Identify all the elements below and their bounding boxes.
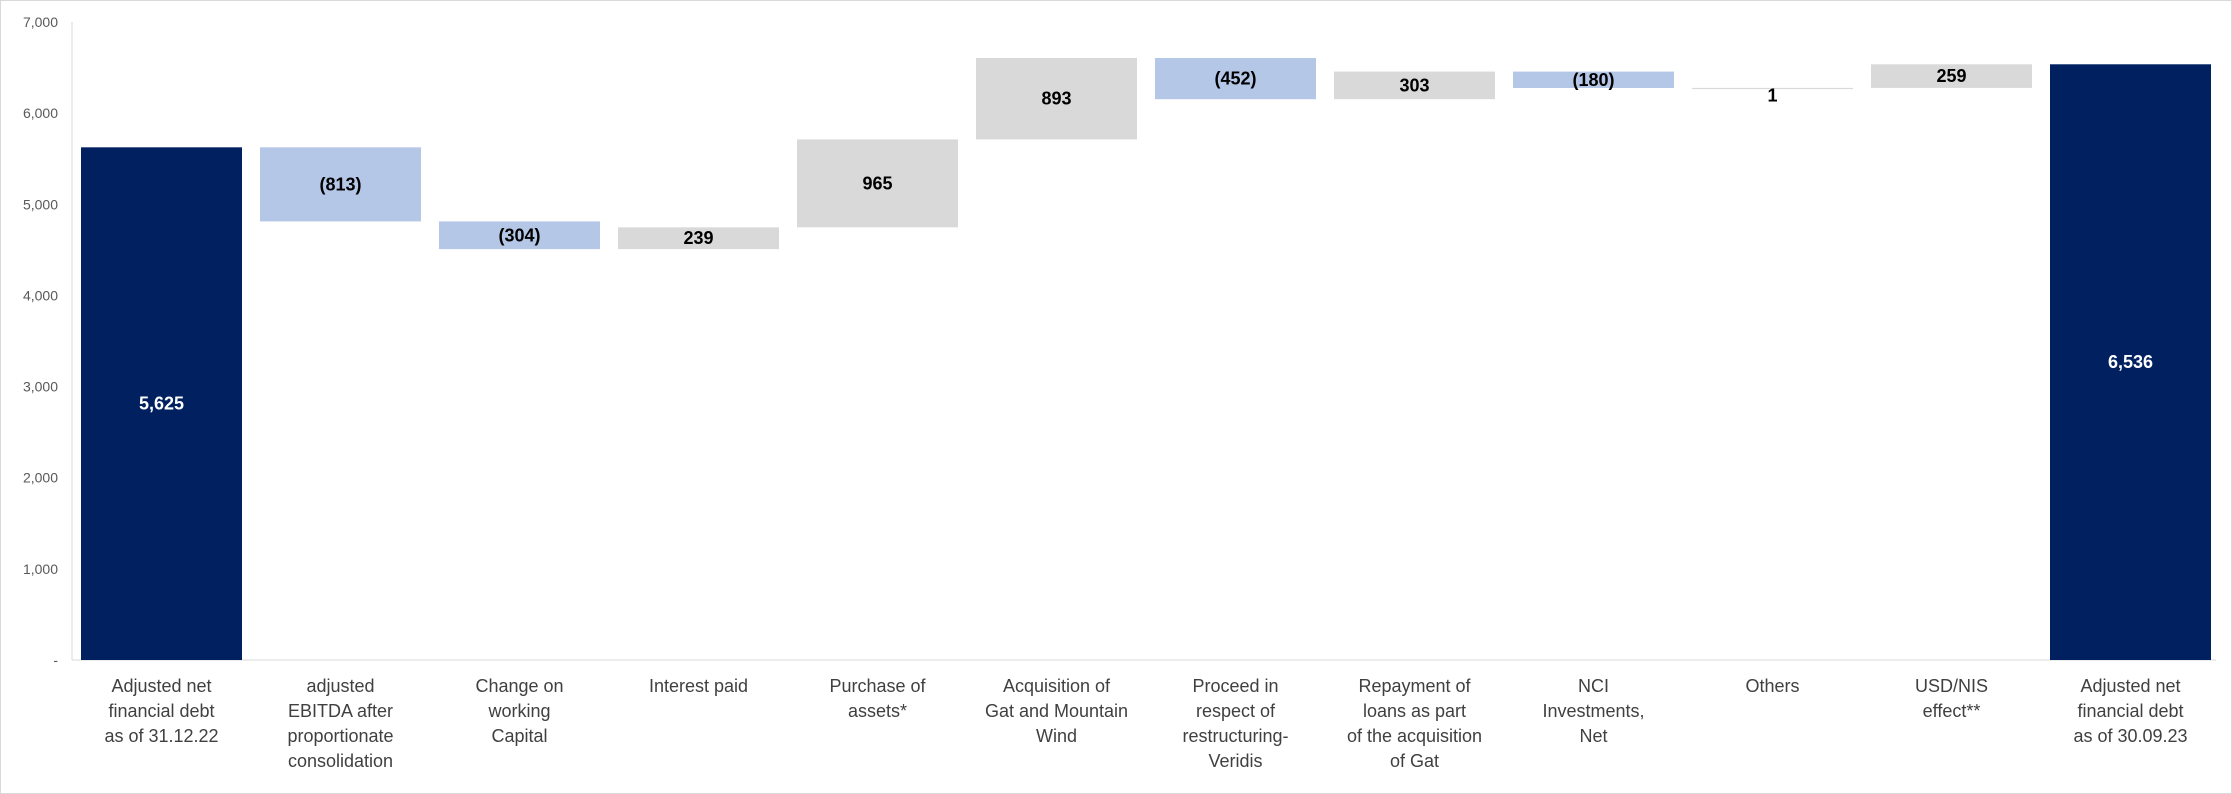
y-tick-label: 3,000 [23, 379, 58, 395]
x-tick-label: as of 30.09.23 [2073, 726, 2187, 746]
bar-8 [1513, 71, 1674, 88]
bar-7 [1334, 71, 1495, 100]
data-label: 5,625 [139, 394, 184, 414]
y-tick-label: 2,000 [23, 470, 58, 486]
x-tick-label: of Gat [1390, 751, 1439, 771]
x-tick-label: NCI [1578, 676, 1609, 696]
x-tick-label: Acquisition of [1003, 676, 1111, 696]
y-tick-label: - [53, 652, 58, 668]
data-label: 6,536 [2108, 352, 2153, 372]
data-label: (813) [319, 174, 361, 194]
y-tick-label: 5,000 [23, 196, 58, 212]
x-tick-label: Adjusted net [111, 676, 211, 696]
x-tick-label: Capital [491, 726, 547, 746]
bar-0 [81, 147, 242, 661]
bar-3 [618, 227, 779, 250]
data-label: 303 [1399, 75, 1429, 95]
x-tick-label: as of 31.12.22 [104, 726, 218, 746]
x-tick-label: respect of [1196, 701, 1276, 721]
y-tick-label: 4,000 [23, 287, 58, 303]
x-tick-label: Proceed in [1192, 676, 1278, 696]
data-label: 893 [1041, 89, 1071, 109]
x-tick-label: consolidation [288, 751, 393, 771]
x-tick-label: Wind [1036, 726, 1077, 746]
bar-1 [260, 147, 421, 222]
x-tick-label: assets* [848, 701, 907, 721]
x-tick-label: Veridis [1208, 751, 1262, 771]
x-tick-label: Others [1745, 676, 1799, 696]
x-tick-label: financial debt [108, 701, 214, 721]
data-label: 1 [1767, 85, 1777, 105]
y-tick-label: 1,000 [23, 561, 58, 577]
bar-9 [1692, 87, 1853, 90]
x-tick-label: Interest paid [649, 676, 748, 696]
y-tick-label: 6,000 [23, 105, 58, 121]
y-tick-label: 7,000 [23, 14, 58, 30]
x-tick-label: Change on [475, 676, 563, 696]
x-tick-label: proportionate [287, 726, 393, 746]
bar-11 [2050, 64, 2211, 660]
bar-6 [1155, 58, 1316, 100]
x-tick-label: working [487, 701, 550, 721]
x-tick-label: Net [1579, 726, 1607, 746]
data-label: (452) [1214, 69, 1256, 89]
x-tick-label: financial debt [2077, 701, 2183, 721]
x-tick-label: Gat and Mountain [985, 701, 1128, 721]
x-tick-label: Repayment of [1358, 676, 1471, 696]
data-label: (304) [498, 225, 540, 245]
x-tick-label: effect** [1923, 701, 1981, 721]
bar-10 [1871, 64, 2032, 88]
data-label: 259 [1936, 66, 1966, 86]
x-tick-label: Purchase of [829, 676, 926, 696]
x-tick-label: Adjusted net [2080, 676, 2180, 696]
data-label: 239 [683, 228, 713, 248]
bar-2 [439, 221, 600, 250]
x-tick-label: Investments, [1542, 701, 1644, 721]
x-tick-label: USD/NIS [1915, 676, 1988, 696]
data-label: (180) [1572, 70, 1614, 90]
data-label: 965 [862, 173, 892, 193]
x-tick-label: loans as part [1363, 701, 1466, 721]
bar-5 [976, 58, 1137, 140]
x-tick-label: of the acquisition [1347, 726, 1482, 746]
x-tick-label: EBITDA after [288, 701, 393, 721]
bar-4 [797, 139, 958, 228]
x-tick-label: adjusted [306, 676, 374, 696]
x-tick-label: restructuring- [1182, 726, 1288, 746]
